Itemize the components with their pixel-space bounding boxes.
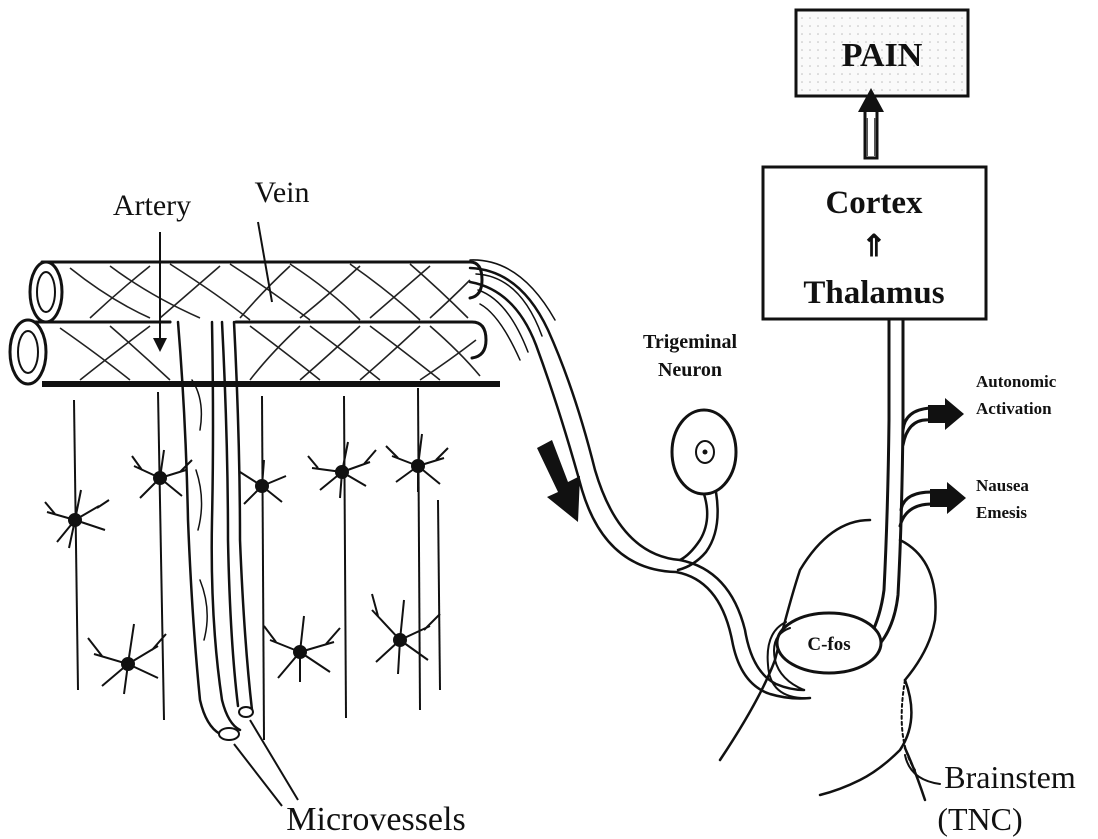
cortex-thalamus-box: Cortex ⇑ Thalamus bbox=[763, 167, 986, 319]
microvessels-label: Microvessels bbox=[286, 801, 465, 838]
cortex-label: Cortex bbox=[825, 185, 923, 221]
vessels bbox=[10, 222, 500, 384]
vein-label: Vein bbox=[255, 176, 310, 209]
pain-label: PAIN bbox=[842, 37, 923, 74]
ascending-tract bbox=[868, 320, 932, 648]
thalamus-to-cortex-arrow-icon: ⇑ bbox=[861, 230, 886, 263]
nausea-label-2: Emesis bbox=[976, 503, 1027, 522]
trigeminal-label-2: Neuron bbox=[658, 359, 722, 381]
nausea-label-1: Nausea bbox=[976, 476, 1029, 495]
microvessels bbox=[178, 322, 298, 806]
cfos-node: C-fos bbox=[777, 613, 881, 673]
trigeminal-label-1: Trigeminal bbox=[643, 331, 738, 353]
autonomic-label-2: Activation bbox=[976, 399, 1052, 418]
tnc-label: (TNC) bbox=[937, 801, 1022, 837]
thalamus-label: Thalamus bbox=[803, 275, 944, 311]
trigeminal-neuron-cell bbox=[672, 410, 736, 570]
brainstem-label: Brainstem bbox=[944, 759, 1076, 795]
activation-arrow-icon bbox=[537, 440, 580, 522]
autonomic-arrow-icon bbox=[928, 398, 964, 430]
autonomic-label-1: Autonomic bbox=[976, 372, 1057, 391]
cfos-label: C-fos bbox=[807, 634, 850, 655]
cortex-to-pain-arrow bbox=[858, 88, 884, 158]
pain-box: PAIN bbox=[796, 10, 968, 96]
artery-label: Artery bbox=[113, 189, 191, 222]
cortical-neurons bbox=[45, 388, 448, 740]
trigeminal-fiber bbox=[470, 260, 810, 699]
nausea-arrow-icon bbox=[930, 482, 966, 514]
